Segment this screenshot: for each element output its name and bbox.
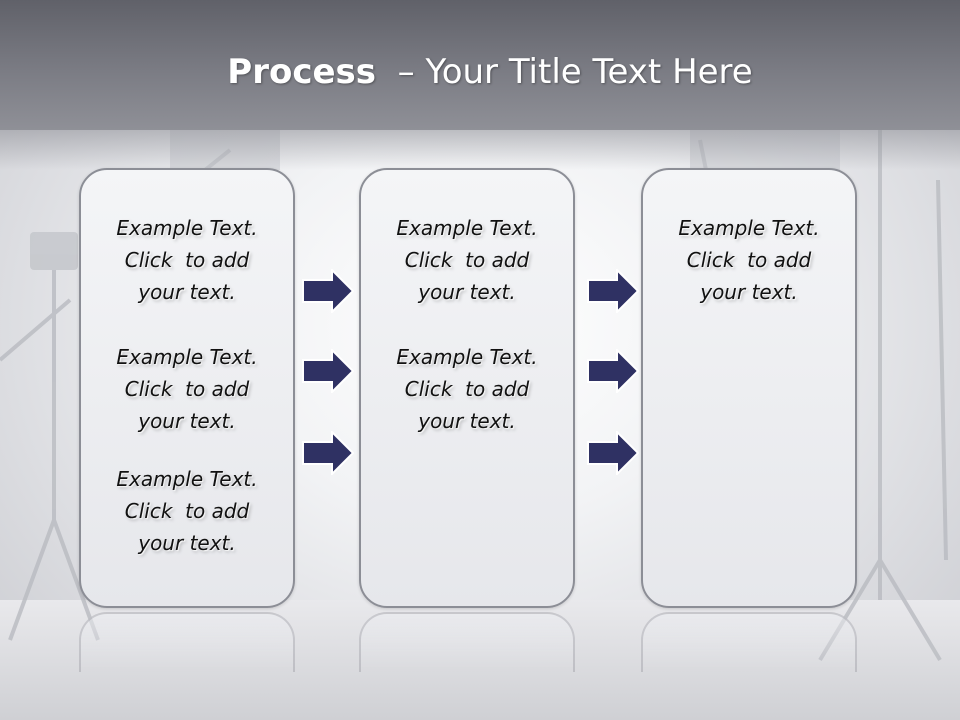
text-line: your text.: [418, 280, 516, 304]
text-line: your text.: [138, 280, 236, 304]
text-line: your text.: [138, 531, 236, 555]
text-line: Click to add: [124, 499, 250, 523]
process-step-panel-3[interactable]: Example Text. Click to add your text.: [641, 168, 857, 608]
text-line: your text.: [138, 409, 236, 433]
text-placeholder[interactable]: Example Text. Click to add your text.: [81, 212, 293, 308]
text-line: Example Text.: [396, 216, 538, 240]
text-line: Click to add: [124, 377, 250, 401]
slide-title[interactable]: Process – Your Title Text Here: [0, 52, 960, 92]
text-line: your text.: [418, 409, 516, 433]
title-rest-text: – Your Title Text Here: [376, 52, 753, 92]
right-arrow-icon[interactable]: [587, 349, 639, 393]
text-line: Example Text.: [116, 467, 258, 491]
text-line: Example Text.: [116, 345, 258, 369]
right-arrow-icon[interactable]: [587, 431, 639, 475]
text-placeholder[interactable]: Example Text. Click to add your text.: [361, 212, 573, 308]
text-placeholder[interactable]: Example Text. Click to add your text.: [81, 463, 293, 559]
text-placeholder[interactable]: Example Text. Click to add your text.: [81, 341, 293, 437]
text-line: Click to add: [124, 248, 250, 272]
text-line: Example Text.: [116, 216, 258, 240]
process-step-panel-2[interactable]: Example Text. Click to add your text. Ex…: [359, 168, 575, 608]
text-line: Click to add: [404, 248, 530, 272]
process-step-panel-1[interactable]: Example Text. Click to add your text. Ex…: [79, 168, 295, 608]
text-placeholder[interactable]: Example Text. Click to add your text.: [643, 212, 855, 308]
right-arrow-icon[interactable]: [302, 269, 354, 313]
title-bar: [0, 0, 960, 130]
text-placeholder[interactable]: Example Text. Click to add your text.: [361, 341, 573, 437]
text-line: your text.: [700, 280, 798, 304]
title-bar-fade: [0, 130, 960, 170]
panel-reflection: [641, 612, 857, 672]
text-line: Example Text.: [678, 216, 820, 240]
text-line: Example Text.: [396, 345, 538, 369]
right-arrow-icon[interactable]: [302, 431, 354, 475]
text-line: Click to add: [404, 377, 530, 401]
right-arrow-icon[interactable]: [302, 349, 354, 393]
panel-reflection: [359, 612, 575, 672]
title-bold-text: Process: [227, 52, 377, 92]
right-arrow-icon[interactable]: [587, 269, 639, 313]
text-line: Click to add: [686, 248, 812, 272]
panel-reflection: [79, 612, 295, 672]
